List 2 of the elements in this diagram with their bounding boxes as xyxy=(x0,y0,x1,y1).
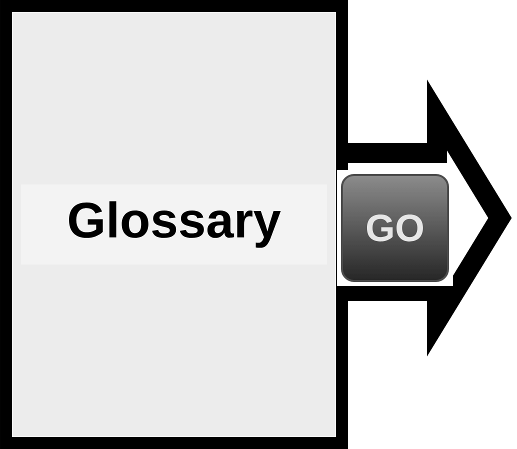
go-button: GO xyxy=(341,174,449,282)
glossary-box: Glossary xyxy=(0,0,348,449)
